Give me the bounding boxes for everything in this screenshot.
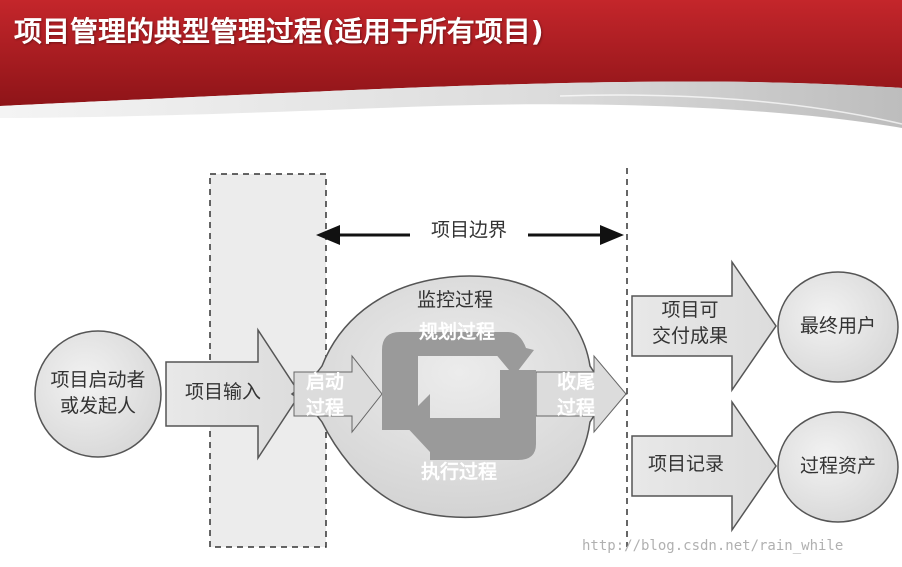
- initiating-label: 启动 过程: [296, 370, 354, 421]
- banner-graphic: [0, 0, 902, 128]
- initiating-arrow: [293, 354, 383, 434]
- initiator-line-1: 项目启动者: [50, 369, 146, 391]
- closing-arrow: [535, 354, 627, 434]
- closing-label: 收尾 过程: [546, 370, 606, 421]
- planning-label: 规划过程: [418, 321, 495, 343]
- initiator-circle: [34, 330, 162, 458]
- process-assets-label: 过程资产: [799, 455, 876, 477]
- end-user-circle: [777, 271, 899, 383]
- planning-executing-cycle: [382, 332, 536, 460]
- process-assets-circle: [777, 411, 899, 523]
- closing-line-1: 收尾: [556, 371, 595, 393]
- executing-label: 执行过程: [420, 461, 497, 483]
- end-user-label: 最终用户: [799, 315, 876, 337]
- title-banner: 项目管理的典型管理过程(适用于所有项目): [0, 0, 902, 130]
- project-input-arrow: [165, 327, 301, 461]
- page-title: 项目管理的典型管理过程(适用于所有项目): [14, 15, 544, 48]
- initiating-line-2: 过程: [305, 396, 344, 419]
- project-records-label: 项目记录: [647, 453, 724, 475]
- initiator-label: 项目启动者 或发起人: [38, 368, 158, 419]
- deliverables-label: 项目可 交付成果: [636, 298, 744, 349]
- records-arrow: [631, 399, 777, 533]
- project-boundary-arrow: [316, 225, 624, 245]
- process-group-blob: [290, 275, 628, 519]
- watermark: http://blog.csdn.net/rain_while: [582, 538, 844, 554]
- initiating-line-1: 启动: [305, 371, 344, 393]
- closing-line-2: 过程: [556, 396, 595, 419]
- project-input-label: 项目输入: [184, 381, 261, 403]
- deliverables-line-2: 交付成果: [651, 324, 728, 347]
- initiator-line-2: 或发起人: [59, 394, 136, 417]
- project-boundary-label: 项目边界: [412, 218, 526, 244]
- deliverables-line-1: 项目可: [661, 299, 719, 321]
- deliverables-arrow: [631, 259, 777, 393]
- monitor-control-label: 监控过程: [416, 289, 493, 311]
